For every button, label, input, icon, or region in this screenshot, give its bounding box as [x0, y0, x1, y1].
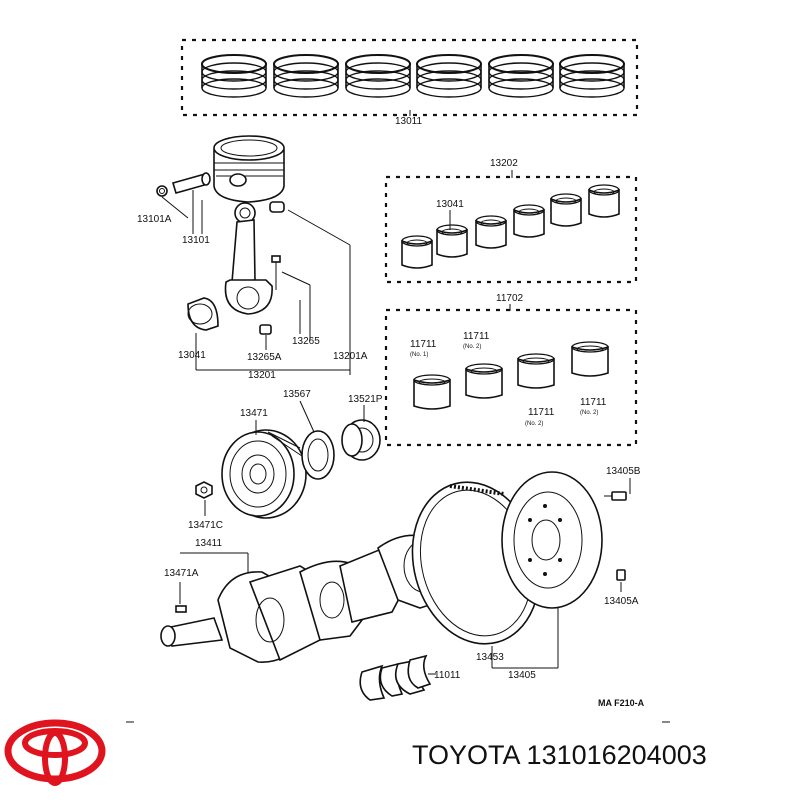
label-11711-b-sub: (No. 2) [463, 344, 481, 350]
bearing-shell [401, 235, 433, 269]
label-11711-d: 11711 [580, 397, 607, 408]
label-11702: 11702 [496, 293, 524, 304]
label-13011: 13011 [395, 116, 423, 127]
label-11711-a: 11711 [410, 339, 437, 350]
label-13453: 13453 [476, 652, 504, 663]
rod-bolt [271, 255, 281, 290]
bearing-shell [588, 184, 620, 218]
crankshaft-key [175, 605, 187, 613]
label-11711-a-sub: (No. 1) [410, 352, 428, 358]
piston-ring [273, 54, 339, 98]
label-13405B: 13405B [606, 466, 641, 477]
bearing-shell [550, 193, 582, 227]
piston-ring [559, 54, 625, 98]
bearing-shell [513, 204, 545, 238]
flywheel-bolt [604, 491, 627, 501]
flywheel [501, 471, 603, 609]
part-number: 131016204003 [526, 740, 707, 770]
label-13471A: 13471A [164, 568, 199, 579]
label-13567: 13567 [283, 389, 311, 400]
label-11711-c-sub: (No. 2) [525, 421, 543, 427]
rod-nut [259, 324, 272, 335]
diagram-ref-code: MA F210-A [598, 698, 645, 708]
main-bearing-set-13202 [384, 175, 638, 284]
label-13471C: 13471C [188, 520, 223, 531]
footer-caption: TOYOTA 131016204003 [412, 740, 707, 771]
label-13101: 13101 [182, 235, 210, 246]
bearing-shell [475, 215, 507, 249]
label-13041-left: 13041 [178, 350, 206, 361]
label-13265A: 13265A [247, 352, 282, 363]
piston-ring [345, 54, 411, 98]
toyota-logo-icon [4, 719, 106, 786]
label-11711-b: 11711 [463, 331, 490, 342]
label-11011: 11011 [434, 670, 461, 681]
label-13521P: 13521P [348, 394, 383, 405]
crank-bearing-set-11702 [384, 308, 638, 447]
pulley-bolt [195, 481, 213, 499]
piston-pin [171, 172, 211, 194]
label-11711-c: 11711 [528, 407, 555, 418]
label-13201A: 13201A [333, 351, 368, 362]
rod-bearing [187, 297, 219, 331]
bearing-shell [436, 224, 468, 258]
crankshaft-pulley [221, 429, 307, 519]
label-13405A: 13405A [604, 596, 639, 607]
label-13405: 13405 [508, 670, 536, 681]
label-11711-d-sub: (No. 2) [580, 410, 598, 416]
brand-name: TOYOTA [412, 740, 520, 770]
label-13101A: 13101A [137, 214, 172, 225]
snap-ring [156, 185, 168, 197]
label-13041-top: 13041 [436, 199, 464, 210]
needle-roller-bearing [341, 419, 381, 461]
thrust-washer-set [359, 654, 432, 701]
bearing-shell [413, 374, 451, 410]
piston [213, 135, 285, 203]
bearing-shell [465, 363, 503, 399]
label-13411: 13411 [195, 538, 223, 549]
piston-ring [416, 54, 482, 98]
label-13202: 13202 [490, 158, 518, 169]
label-13201: 13201 [248, 370, 276, 381]
piston-ring [488, 54, 554, 98]
crankshaft-timing-gear [301, 430, 335, 480]
label-13471: 13471 [240, 408, 268, 419]
bearing-shell [571, 341, 609, 377]
piston-ring [201, 54, 267, 98]
piston-ring-set [180, 38, 639, 117]
flywheel-dowel [616, 569, 626, 581]
rod-bushing [269, 201, 285, 213]
label-13265: 13265 [292, 336, 320, 347]
bearing-shell [517, 353, 555, 389]
connecting-rod [224, 202, 273, 315]
